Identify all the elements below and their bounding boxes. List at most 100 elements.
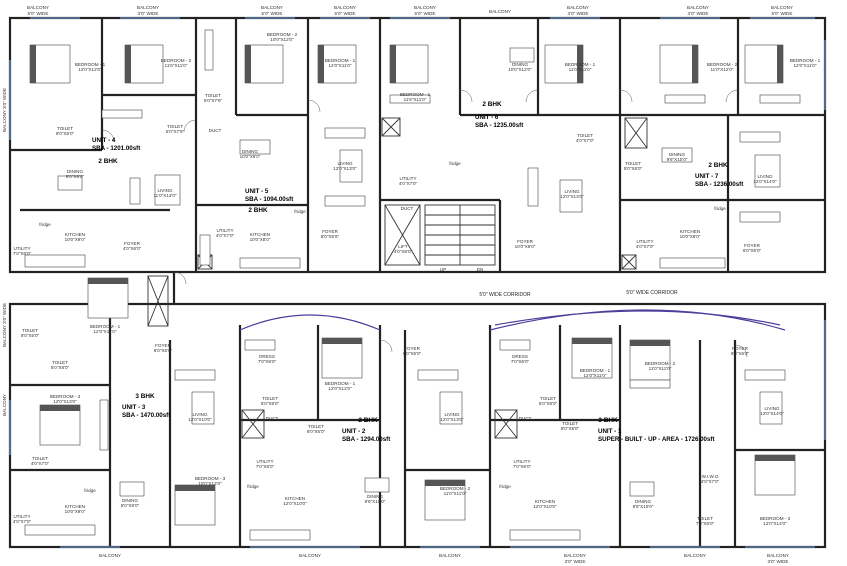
room-dim: 12'0"X10'0": [283, 501, 307, 506]
room-dim: 8'0"X5'6": [321, 234, 340, 239]
room-dim: 6'0"X6'0": [403, 351, 422, 356]
room-dim: 6'0"X6'0": [731, 351, 750, 356]
room-label: DUCT: [519, 416, 532, 421]
balcony-width: 3'0" WIDE: [688, 11, 709, 16]
room-label: TOILET: [52, 360, 68, 365]
room-label: DINING: [67, 169, 84, 174]
room-label: TOILET: [562, 421, 578, 426]
balcony-label: BALCONY: [439, 553, 461, 558]
room-dim: 11'0"X11'0": [444, 491, 467, 496]
room-dim: 12'0"X14'0": [763, 521, 787, 526]
room-label: TOILET: [540, 396, 556, 401]
unit-bhk: 2 BHK: [358, 417, 378, 424]
balcony-width: 3'0" WIDE: [568, 11, 589, 16]
unit-1-tag: 3 BHK UNIT - 1 SUPER - BUILT - UP - AREA…: [598, 417, 715, 443]
unit-bhk: 2 BHK: [98, 158, 118, 165]
room-dim: 12'0"X11'0": [793, 63, 816, 68]
room-dim: 4'0"X7'0": [576, 138, 595, 143]
room-label: KITCHEN: [65, 232, 85, 237]
unit-bhk: 2 BHK: [482, 101, 502, 108]
room-label: KITCHEN: [250, 232, 270, 237]
unit-area: SBA - 1201.00sft: [92, 145, 140, 152]
ducts: [147, 117, 648, 439]
room-dim: 8'0"X5'6": [154, 348, 173, 353]
balcony-label: BALCONY: [684, 553, 706, 558]
room-label: DINING: [122, 498, 139, 503]
room-label: DINING: [669, 152, 686, 157]
room-dim: 12'0"X10'0": [188, 417, 212, 422]
unit-6-tag: 2 BHK UNIT - 6 SBA - 1235.00sft: [475, 101, 523, 129]
room-label: FOYER: [744, 243, 761, 248]
room-label: BEDROOM - 3: [760, 516, 791, 521]
room-dim: 10'0"X8'0": [250, 237, 271, 242]
balcony-label: BALCONY: [771, 5, 793, 10]
unit-area: SBA - 1235.00sft: [475, 122, 523, 129]
room-dim: 5'0"X8'0": [539, 401, 558, 406]
room-label: BEDROOM - 1: [790, 58, 821, 63]
balcony-width: 3'0" WIDE: [768, 559, 789, 564]
room-dim: 5'0"X7'6": [204, 98, 223, 103]
room-dim: 4'0"X7'0": [399, 181, 418, 186]
lift-dim: 4'0"X6'0": [394, 249, 413, 254]
room-label: TOILET: [167, 124, 183, 129]
room-label: BEDROOM - 1: [325, 381, 356, 386]
room-label: DUCT: [266, 416, 279, 421]
room-label: TOILET: [625, 161, 641, 166]
balcony-width: 3'0" WIDE: [138, 11, 159, 16]
room-dim: 7'0"X6'0": [511, 359, 530, 364]
balcony-label: BALCONY: [414, 5, 436, 10]
room-label: FOYER: [404, 346, 421, 351]
curved-balcony-right-inner: [494, 310, 781, 326]
room-label: DINING: [367, 494, 384, 499]
room-dim: 7'0"X6'0": [513, 464, 532, 469]
unit-area: SBA - 1094.00sft: [245, 196, 293, 203]
room-dim: 10'0"X12'0": [198, 481, 222, 486]
unit-name: UNIT - 3: [122, 404, 146, 411]
room-dim: 8'0"X5'0": [307, 429, 326, 434]
balcony-label: BALCONY: [2, 394, 7, 416]
room-dim: 12'0"X13'0": [560, 194, 584, 199]
room-label: KITCHEN: [535, 499, 555, 504]
lift-label: LIFT: [398, 244, 408, 249]
room-dim: 4'0"X7'0": [216, 233, 235, 238]
room-dim: 10'0"X9'0": [515, 244, 536, 249]
room-label: KITCHEN: [680, 229, 700, 234]
room-dim: 8'0"X8'0": [121, 503, 140, 508]
balcony-label: BALCONY: [687, 5, 709, 10]
room-dim: 11'0"X11'0": [649, 366, 672, 371]
room-label: FOYER: [517, 239, 534, 244]
curved-balcony-right: [489, 309, 786, 331]
room-dim: 12'0"X12'0": [328, 386, 352, 391]
balcony-label: BALCONY: [334, 5, 356, 10]
dining-tables: [57, 47, 693, 497]
unit-name: UNIT - 4: [92, 137, 116, 144]
room-labels-top: BEDROOM - 1 12'0"X12'0" BEDROOM - 2 11'6…: [13, 32, 821, 272]
unit-name: UNIT - 7: [695, 173, 719, 180]
room-label: UTILITY: [216, 228, 233, 233]
room-dim: 12'0"X10'0": [533, 504, 557, 509]
room-labels-bottom: BEDROOM - 1 12'0"X11'0" BEDROOM - 3 12'0…: [13, 324, 791, 526]
room-dim: 4'0"X7'0": [701, 479, 720, 484]
fridge-label: fridge: [84, 488, 96, 493]
balcony-label: BALCONY: [567, 5, 589, 10]
unit-name: UNIT - 2: [342, 428, 366, 435]
room-label: BEDROOM - 2: [267, 32, 298, 37]
balcony-width: 5'0" WIDE: [28, 11, 49, 16]
unit-area: SUPER - BUILT - UP - AREA - 1726.00sft: [598, 436, 715, 443]
room-dim: 10'0"X9'0": [240, 154, 261, 159]
room-dim: 4'0"X7'0": [636, 244, 655, 249]
balcony-width: 3'0" WIDE: [565, 559, 586, 564]
room-label: TOILET: [57, 126, 73, 131]
room-label: FOYER: [155, 343, 172, 348]
room-label: BEDROOM - 1: [580, 368, 611, 373]
corridor-label: 5'0" WIDE CORRIDOR: [479, 292, 531, 298]
room-dim: 4'0"X7'0": [31, 461, 50, 466]
room-dim: 7'0"X6'0": [13, 251, 32, 256]
room-label: DINING: [242, 149, 259, 154]
room-dim: 12'0"X14'0": [760, 411, 784, 416]
lift: [384, 204, 421, 266]
room-label: LIVING: [157, 188, 172, 193]
room-label: FOYER: [322, 229, 339, 234]
room-label: BEDROOM - 2: [645, 361, 676, 366]
room-dim: 12'0"X11'0": [93, 329, 116, 334]
